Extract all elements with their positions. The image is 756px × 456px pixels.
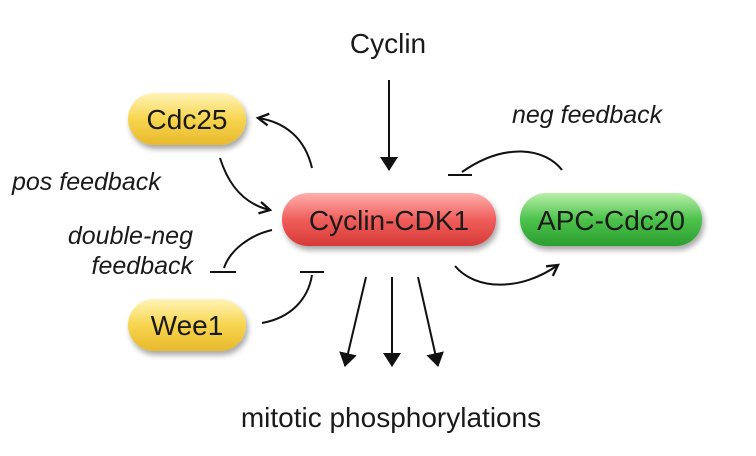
node-cdc25: Cdc25 <box>128 93 246 145</box>
cdc25-to-cdk1-arrow <box>219 157 270 210</box>
cdk1-inhibits-wee1-line <box>223 229 273 269</box>
cyclin-cdk1-pill <box>282 193 496 246</box>
cyclin-cdk1-label: Cyclin-CDK1 <box>309 205 469 236</box>
cdc25-pill <box>128 93 246 145</box>
mitotic-phosphorylations-label: mitotic phosphorylations <box>241 402 541 433</box>
pos-feedback-label: pos feedback <box>11 168 162 196</box>
output-arrow-left <box>339 276 367 367</box>
cdc25-label: Cdc25 <box>147 104 228 135</box>
node-wee1: Wee1 <box>128 299 246 351</box>
node-apc-cdc20: APC-Cdc20 <box>520 193 702 246</box>
apc-cdc20-label: APC-Cdc20 <box>537 205 685 236</box>
cdk1-to-apc-arrow <box>454 265 558 286</box>
apc-inhibits-cdk1-line <box>461 150 563 173</box>
cyclin-label: Cyclin <box>350 28 426 59</box>
node-cyclin-cdk1: Cyclin-CDK1 <box>282 193 496 246</box>
double-neg-label-line1: double-neg <box>68 222 193 250</box>
wee1-inhibits-cdk1-line <box>261 274 313 324</box>
double-neg-label-line2: feedback <box>92 252 195 280</box>
apc-cdc20-pill <box>520 193 702 246</box>
neg-feedback-label: neg feedback <box>512 101 664 129</box>
output-arrow-right <box>417 276 444 367</box>
cdk1-to-cdc25-arrow <box>258 118 313 169</box>
wee1-label: Wee1 <box>151 310 224 341</box>
wee1-pill <box>128 299 246 351</box>
